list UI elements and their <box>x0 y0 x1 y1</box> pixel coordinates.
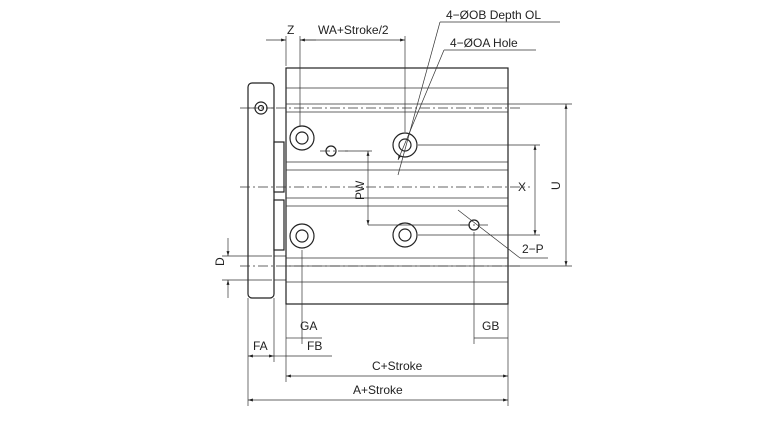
callout-ob: 4−ØOB Depth OL <box>397 8 560 176</box>
label-2p: 2−P <box>522 242 544 256</box>
plate-hole <box>248 101 274 115</box>
guide-rod <box>274 255 286 281</box>
dim-u: U <box>508 103 572 267</box>
label-oa-hole: 4−ØOA Hole <box>450 36 518 50</box>
dim-c-stroke: C+Stroke <box>286 304 509 406</box>
hole-bottom-left <box>289 223 315 249</box>
label-fa: FA <box>253 339 268 353</box>
label-z: Z <box>287 23 294 37</box>
label-wa-stroke: WA+Stroke/2 <box>318 23 389 37</box>
dim-fa: FA <box>247 298 275 406</box>
dim-a-stroke: A+Stroke <box>248 383 508 402</box>
label-d: D <box>213 257 227 266</box>
label-gb: GB <box>482 319 499 333</box>
hole-top-right <box>392 132 418 158</box>
label-c-stroke: C+Stroke <box>372 359 423 373</box>
callout-oa: 4−ØOA Hole <box>397 36 536 161</box>
label-x: X <box>518 180 526 194</box>
label-ob-depth: 4−ØOB Depth OL <box>446 8 541 22</box>
port-top <box>320 145 350 157</box>
dim-wa-stroke: WA+Stroke/2 <box>300 23 406 132</box>
dim-x: X <box>418 144 540 236</box>
label-ga: GA <box>300 319 317 333</box>
dim-pw: PW <box>345 150 470 226</box>
cylinder-body <box>285 67 509 305</box>
dim-ga: GA <box>286 250 322 344</box>
end-plate <box>247 82 285 299</box>
callout-2p: 2−P <box>457 209 548 259</box>
hole-top-left <box>289 125 315 151</box>
label-pw: PW <box>353 180 367 200</box>
dim-fb: FB <box>274 304 332 382</box>
dim-gb: GB <box>473 232 508 344</box>
label-fb: FB <box>307 339 322 353</box>
hole-bottom-right <box>392 222 418 248</box>
label-u: U <box>549 181 563 190</box>
centerlines <box>240 107 530 267</box>
dim-d: D <box>213 238 272 298</box>
label-a-stroke: A+Stroke <box>353 383 403 397</box>
